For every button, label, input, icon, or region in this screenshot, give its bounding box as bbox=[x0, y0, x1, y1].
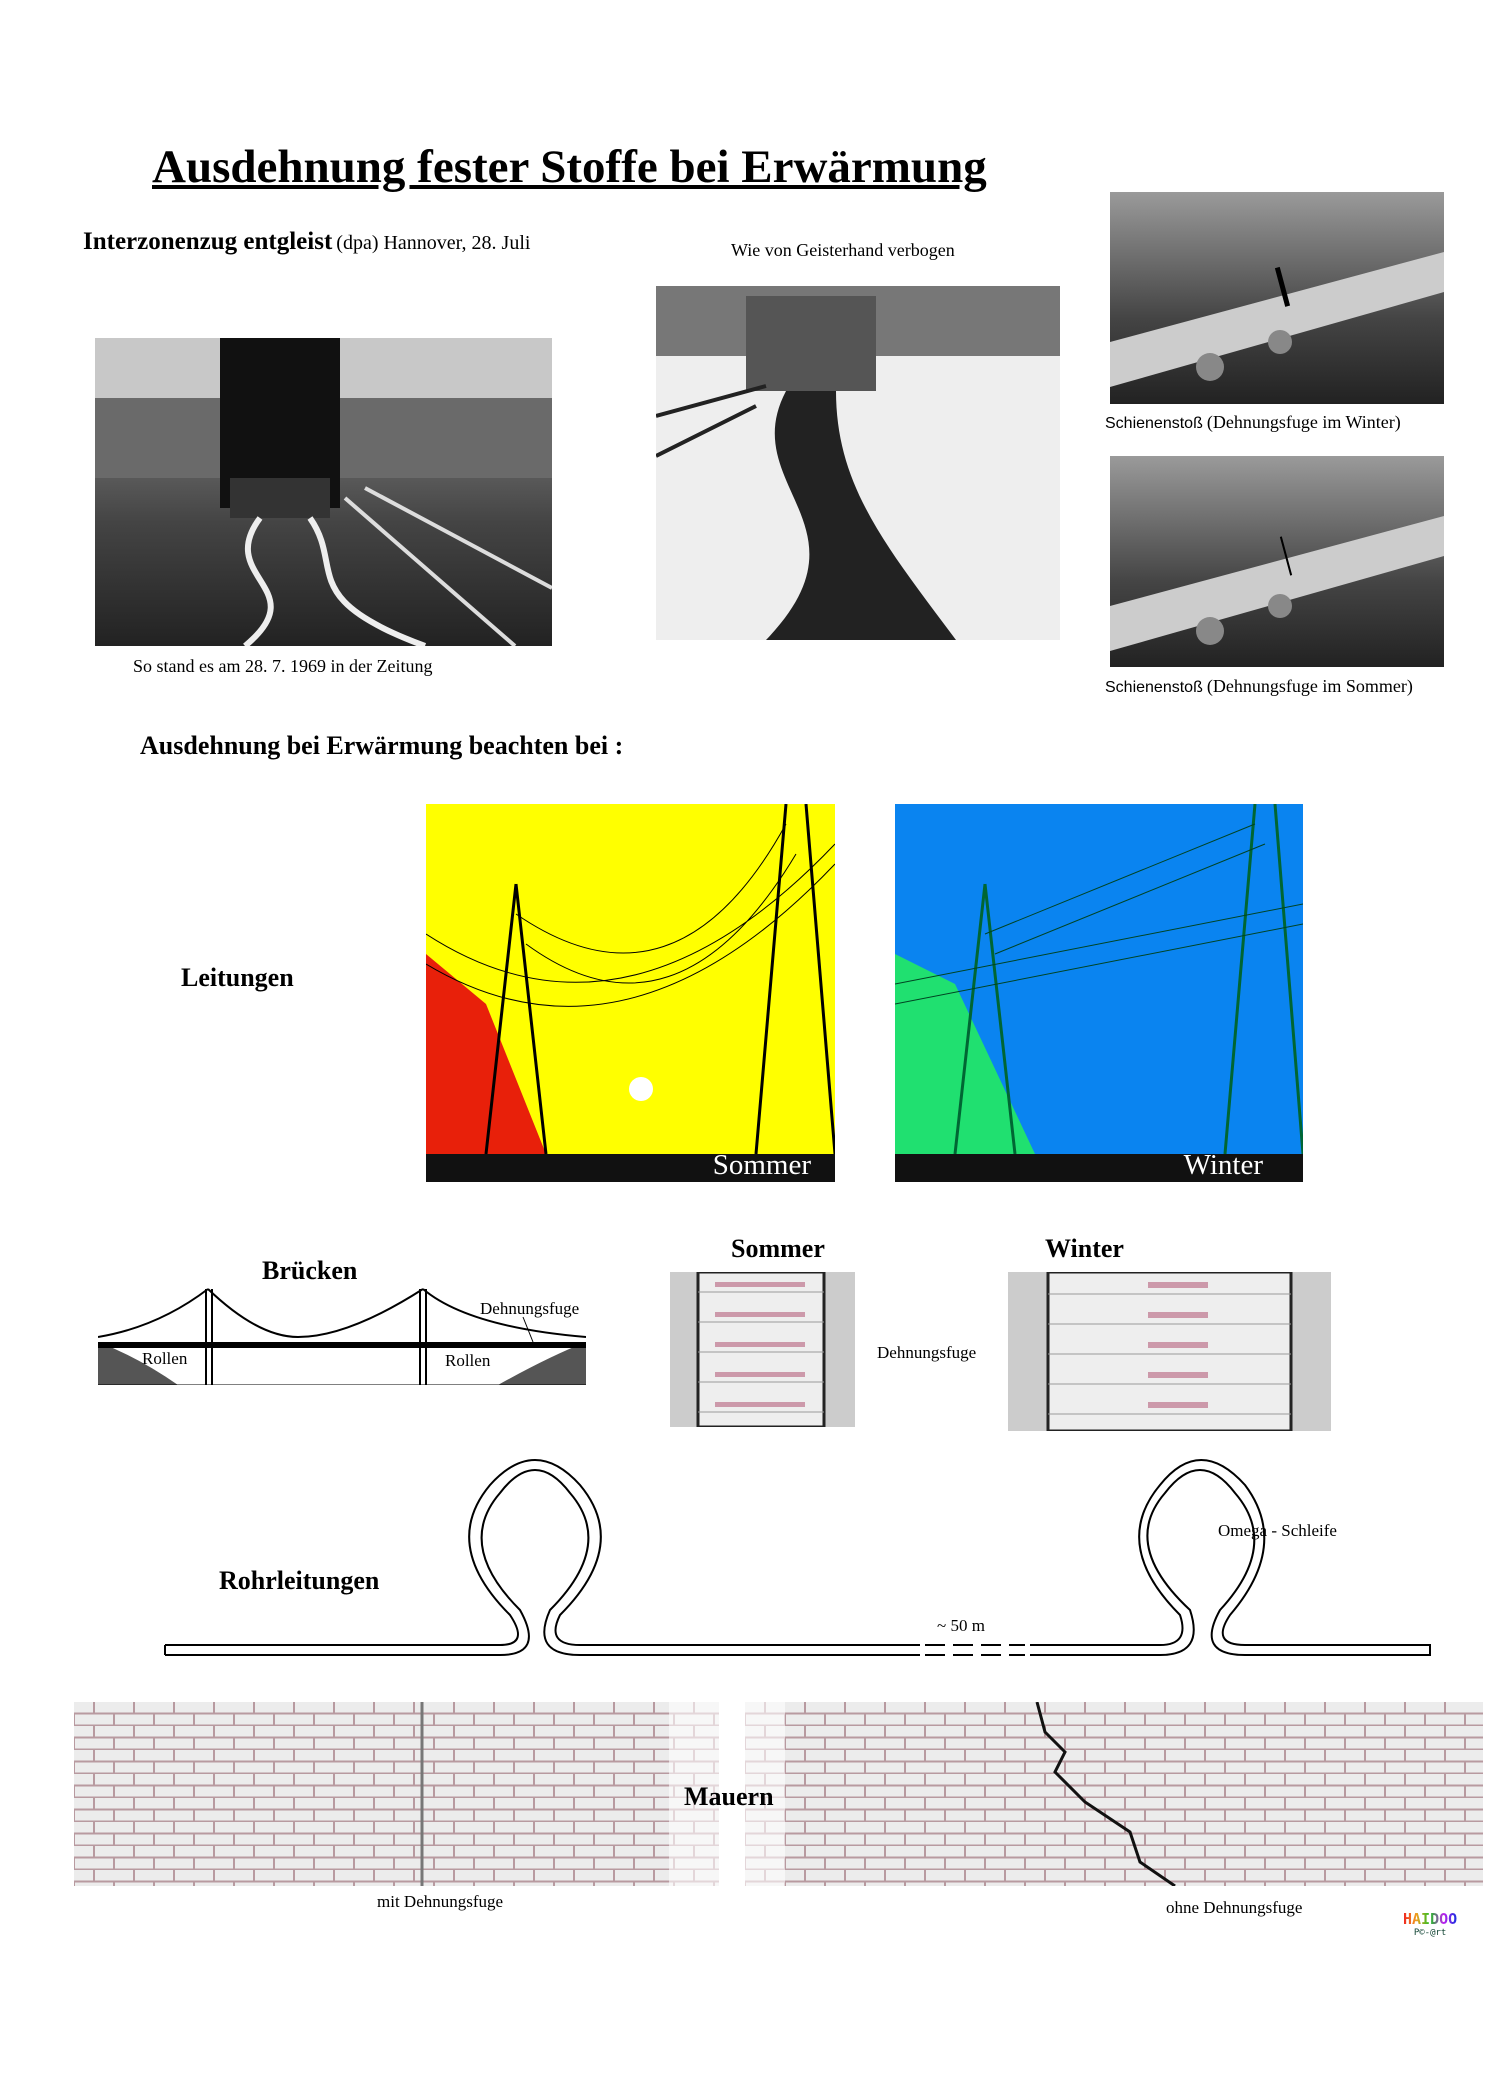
bridge-diagram: Dehnungsfuge Rollen Rollen bbox=[98, 1287, 586, 1385]
power-lines-summer-image: Sommer bbox=[426, 804, 835, 1182]
roller-left-label: Rollen bbox=[142, 1349, 188, 1368]
omega-loop-label: Omega - Schleife bbox=[1218, 1521, 1337, 1540]
pipe-diagram: Omega - Schleife ~ 50 m bbox=[160, 1455, 1440, 1660]
distance-label: ~ 50 m bbox=[937, 1616, 985, 1635]
joint-center-label: Dehnungsfuge bbox=[877, 1343, 977, 1362]
bruecken-label: Brücken bbox=[262, 1256, 358, 1285]
rail-joint-winter-photo bbox=[1110, 192, 1444, 404]
expansion-joint-summer bbox=[670, 1272, 855, 1427]
mauern-label: Mauern bbox=[684, 1782, 774, 1811]
wall-with-joint bbox=[74, 1702, 719, 1886]
news-headline: Interzonenzug entgleist bbox=[83, 228, 333, 255]
power-lines-winter-image: Winter bbox=[895, 804, 1303, 1182]
rail-joint-summer-caption: Schienenstoß (Dehnungsfuge im Sommer) bbox=[1105, 676, 1413, 696]
with-joint-label: mit Dehnungsfuge bbox=[377, 1892, 504, 1911]
wall-without-joint bbox=[745, 1702, 1483, 1886]
news-source: (dpa) Hannover, 28. Juli bbox=[336, 232, 531, 254]
logo-bottom: P©-@rt bbox=[1413, 1928, 1447, 1938]
winter-label: Winter bbox=[1183, 1149, 1263, 1181]
without-joint-label: ohne Dehnungsfuge bbox=[1166, 1898, 1303, 1917]
joint-summer-heading: Sommer bbox=[731, 1234, 825, 1263]
rohrleitungen-label: Rohrleitungen bbox=[219, 1566, 380, 1595]
bent-tracks-photo bbox=[656, 286, 1060, 640]
logo-top: HAIDOO bbox=[1403, 1910, 1458, 1928]
derailed-train-photo bbox=[95, 338, 552, 646]
leitungen-label: Leitungen bbox=[181, 963, 294, 992]
expansion-joint-winter bbox=[1008, 1272, 1331, 1431]
joint-winter-heading: Winter bbox=[1045, 1234, 1124, 1263]
roller-right-label: Rollen bbox=[445, 1351, 491, 1370]
rail-joint-summer-photo bbox=[1110, 456, 1444, 667]
summer-label: Sommer bbox=[712, 1149, 811, 1181]
wall-crack bbox=[1035, 1702, 1176, 1886]
rail-joint-winter-caption: Schienenstoß (Dehnungsfuge im Winter) bbox=[1105, 412, 1401, 432]
section-heading: Ausdehnung bei Erwärmung beachten bei : bbox=[140, 731, 624, 760]
page-title: Ausdehnung fester Stoffe bei Erwärmung bbox=[152, 141, 987, 193]
photo2-caption: Wie von Geisterhand verbogen bbox=[731, 240, 955, 260]
photo1-caption: So stand es am 28. 7. 1969 in der Zeitun… bbox=[133, 656, 433, 676]
bridge-joint-label: Dehnungsfuge bbox=[480, 1299, 580, 1318]
logo: HAIDOO P©-@rt bbox=[1403, 1910, 1457, 1938]
news-header: Interzonenzug entgleist (dpa) Hannover, … bbox=[83, 228, 530, 256]
